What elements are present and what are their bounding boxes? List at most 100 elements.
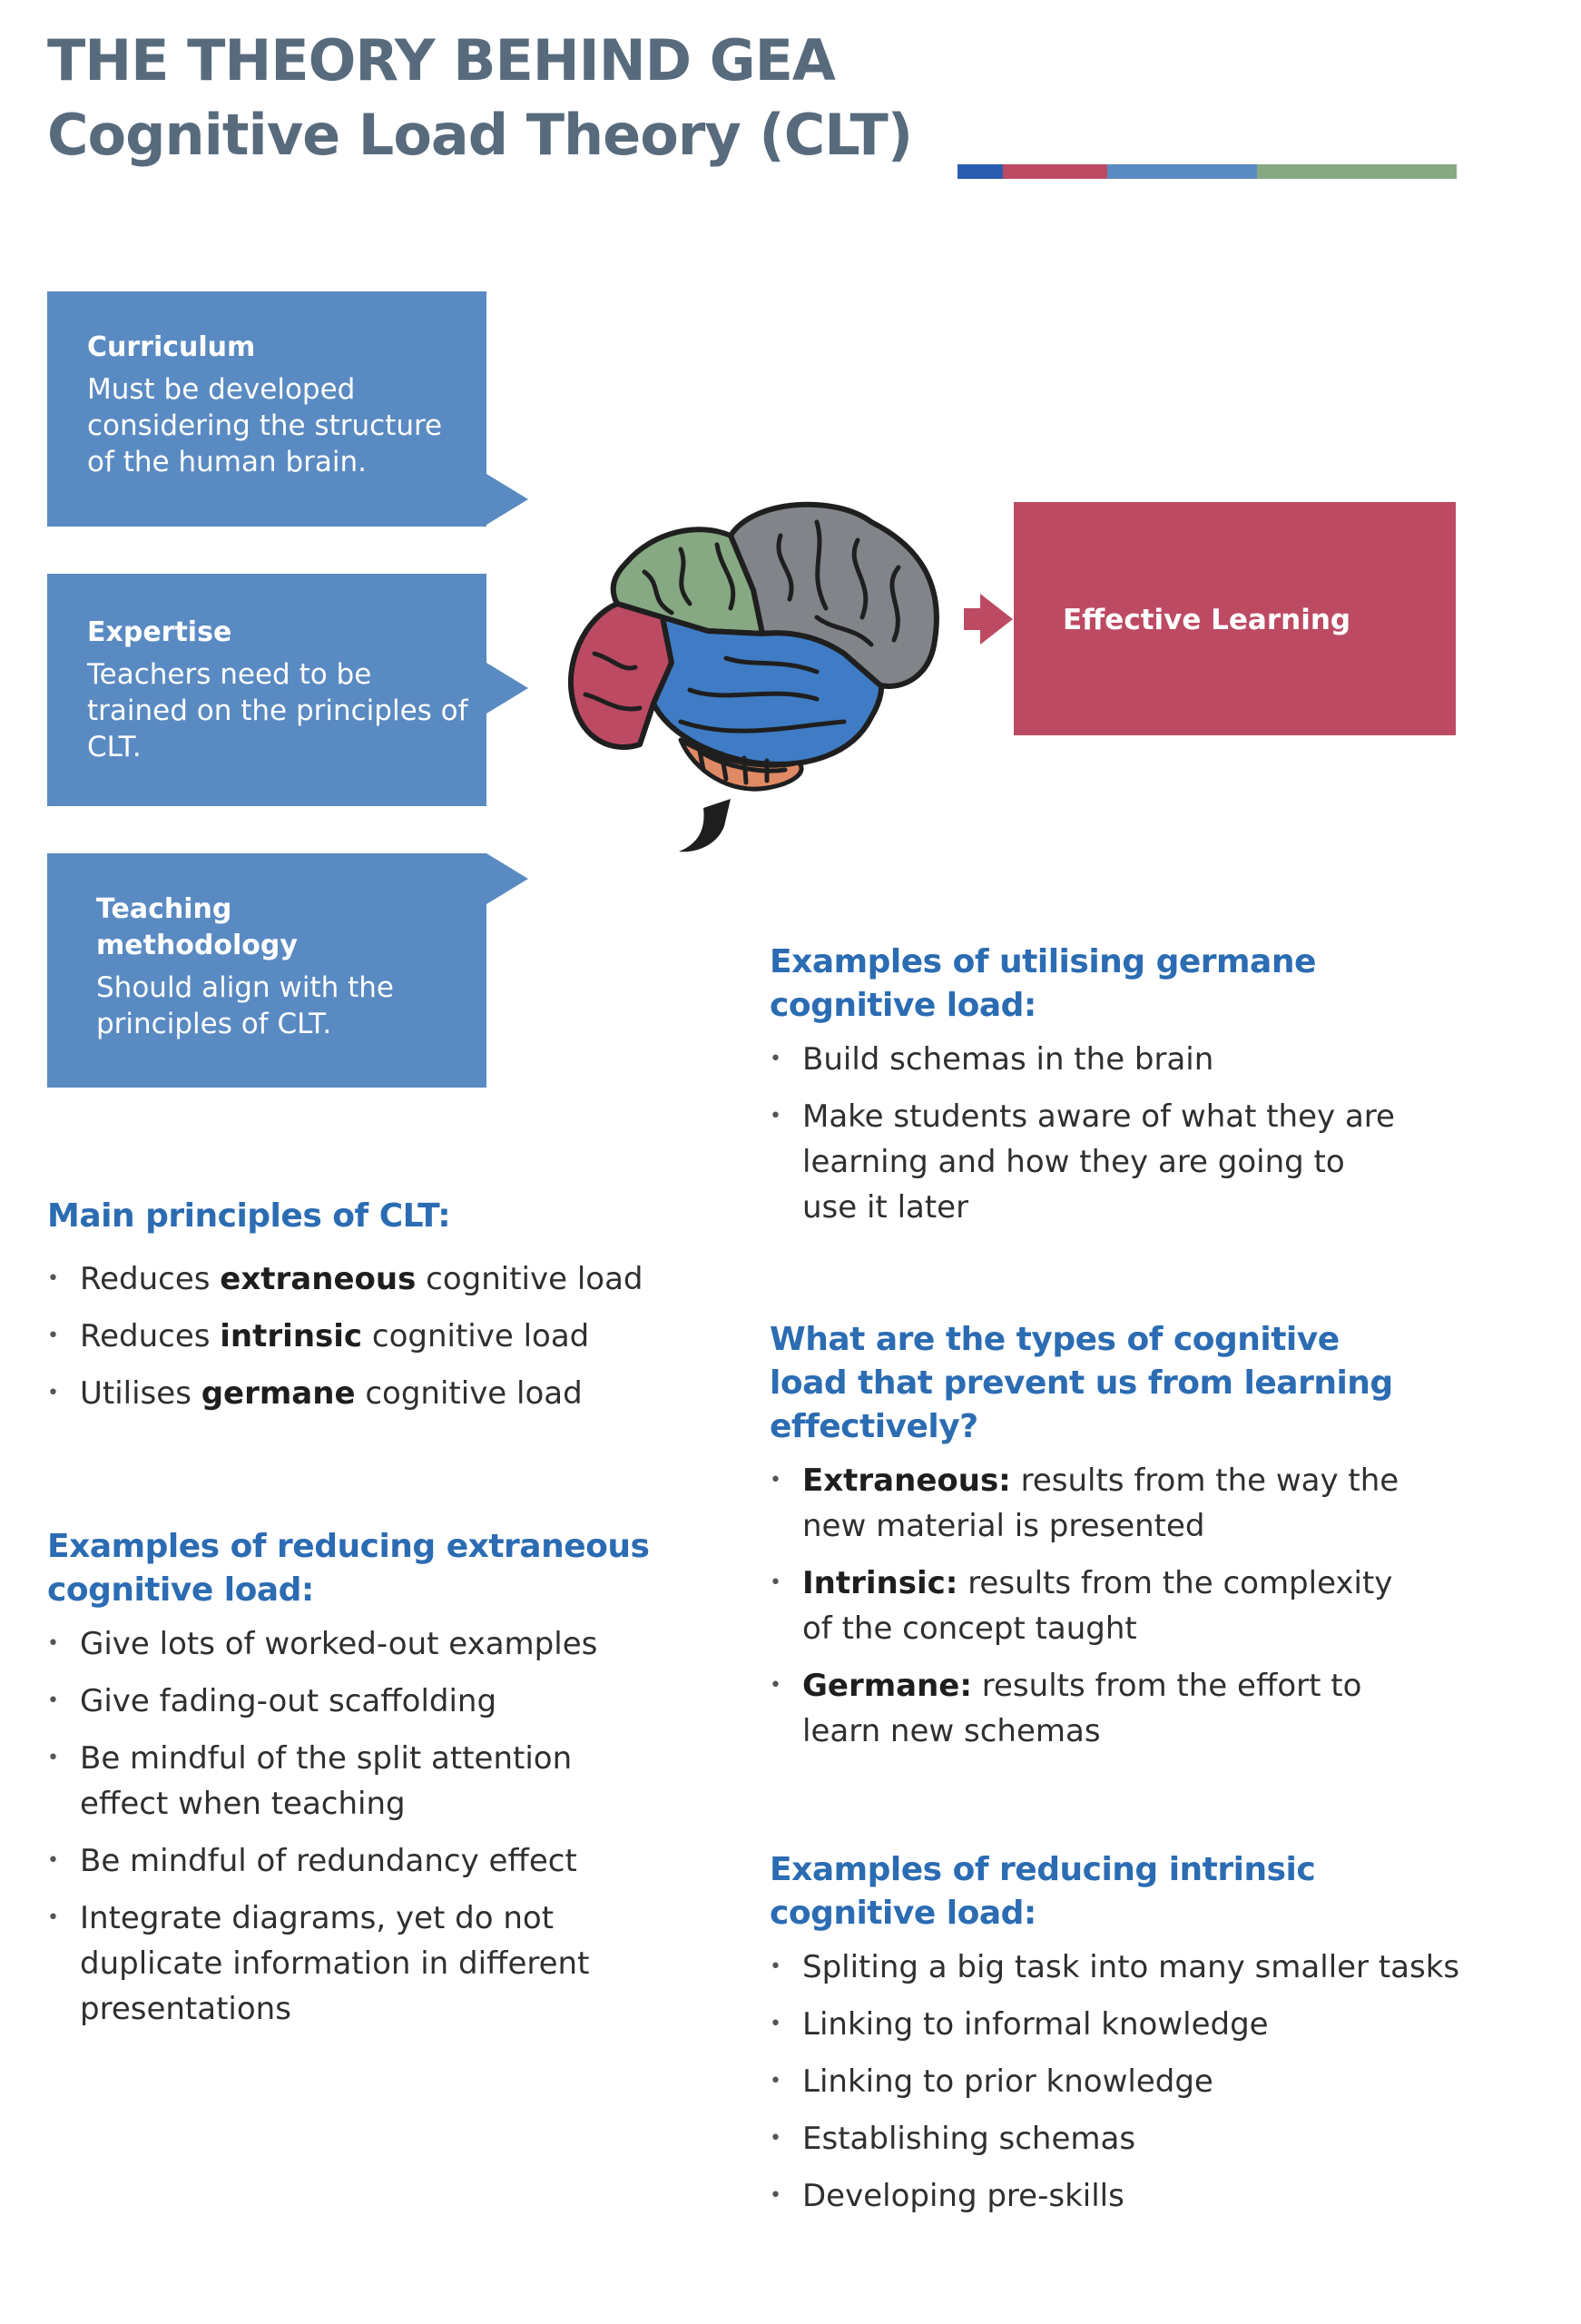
curriculum-arrow-icon — [486, 474, 528, 525]
list-item-text: Build schemas in the brain — [802, 1041, 1214, 1078]
bullet-icon: • — [770, 2070, 781, 2093]
page-title: THE THEORY BEHIND GEA — [47, 27, 836, 94]
bullet-icon: • — [770, 1571, 781, 1594]
list-item-bold: Intrinsic: — [802, 1565, 958, 1601]
list-item-text: Integrate diagrams, yet do not duplicate… — [80, 1900, 590, 2027]
bullet-icon: • — [770, 1674, 781, 1697]
list-item-text: results from the effort to learn new sch… — [802, 1668, 1362, 1749]
list-item-text: Be mindful of the split attention effect… — [80, 1740, 573, 1822]
expertise-arrow-icon — [486, 663, 528, 714]
list-item: • Reduces intrinsic cognitive load — [47, 1314, 664, 1359]
principles-heading: Main principles of CLT: — [47, 1197, 451, 1235]
list-item: • Be mindful of redundancy effect — [47, 1838, 646, 1884]
list-item-text: Make students aware of what they are lea… — [802, 1098, 1395, 1226]
effective-learning-box: Effective Learning — [1014, 502, 1456, 735]
list-item-text: results from the way the new material is… — [802, 1462, 1399, 1544]
list-item: • Spliting a big task into many smaller t… — [770, 1945, 1550, 1990]
color-bar-segment-red — [1003, 164, 1107, 179]
intrinsic-list: • Spliting a big task into many smaller t… — [770, 1945, 1550, 2230]
extraneous-heading: Examples of reducing extraneous cognitiv… — [47, 1528, 650, 1609]
teaching-methodology-title: Teaching methodology — [96, 893, 298, 961]
bullet-icon: • — [770, 2013, 781, 2035]
list-item-text: Give fading-out scaffolding — [80, 1683, 497, 1719]
germane-heading: Examples of utilising germane cognitive … — [770, 943, 1316, 1024]
bullet-icon: • — [47, 1324, 59, 1347]
types-list: • Extraneous: results from the way the ne… — [770, 1458, 1405, 1766]
extraneous-list: • Give lots of worked-out examples • Give … — [47, 1621, 646, 2043]
list-item-text: Developing pre-skills — [802, 2178, 1124, 2214]
list-item: • Give lots of worked-out examples — [47, 1621, 646, 1667]
title-color-bar — [957, 164, 1457, 179]
intrinsic-heading: Examples of reducing intrinsic cognitive… — [770, 1851, 1316, 1932]
effective-learning-label: Effective Learning — [1063, 604, 1351, 636]
bullet-icon: • — [770, 2184, 781, 2207]
color-bar-segment-green — [1257, 164, 1457, 179]
list-item-text: results from the complexity of the conce… — [802, 1565, 1393, 1647]
expertise-text: Teachers need to be trained on the princ… — [87, 658, 468, 763]
bullet-icon: • — [770, 2127, 781, 2150]
bullet-icon: • — [770, 1105, 781, 1128]
list-item-text: Linking to prior knowledge — [802, 2063, 1213, 2100]
list-item-bold: extraneous — [220, 1261, 417, 1297]
teaching-methodology-text: Should align with the principles of CLT. — [96, 971, 394, 1040]
list-item-bold: germane — [201, 1375, 356, 1412]
list-item-bold: Germane: — [802, 1668, 972, 1704]
list-item-text: Be mindful of redundancy effect — [80, 1843, 577, 1879]
teaching-methodology-arrow-icon — [486, 853, 528, 904]
bullet-icon: • — [47, 1382, 59, 1404]
color-bar-segment-navy — [957, 164, 1003, 179]
list-item-bold: Extraneous: — [802, 1462, 1011, 1499]
expertise-title: Expertise — [87, 616, 232, 648]
list-item: • Integrate diagrams, yet do not duplicat… — [47, 1896, 633, 2032]
list-item: • Linking to prior knowledge — [770, 2059, 1550, 2104]
types-heading: What are the types of cognitive load tha… — [770, 1321, 1393, 1445]
curriculum-title: Curriculum — [87, 331, 256, 363]
list-item: • Developing pre-skills — [770, 2173, 1550, 2219]
germane-list: • Build schemas in the brain • Make studen… — [770, 1037, 1405, 1242]
list-item: • Make students aware of what they are le… — [770, 1094, 1401, 1230]
list-item: • Germane: results from the effort to lea… — [770, 1663, 1401, 1754]
list-item: • Build schemas in the brain — [770, 1037, 1405, 1082]
list-item-text: cognitive load — [355, 1375, 583, 1412]
color-bar-segment-blue — [1107, 164, 1257, 179]
teaching-methodology-box: Teaching methodology Should align with t… — [47, 853, 486, 1088]
list-item-text: Establishing schemas — [802, 2121, 1136, 2157]
brain-icon — [567, 501, 939, 852]
list-item: • Reduces extraneous cognitive load — [47, 1256, 664, 1302]
bullet-icon: • — [770, 1469, 781, 1492]
list-item: • Utilises germane cognitive load — [47, 1371, 664, 1416]
list-item-text: Reduces — [80, 1318, 221, 1354]
brain-stem — [679, 799, 731, 852]
bullet-icon: • — [770, 1955, 781, 1978]
curriculum-box: Curriculum Must be developed considering… — [47, 291, 486, 527]
list-item: • Give fading-out scaffolding — [47, 1679, 646, 1724]
bullet-icon: • — [47, 1906, 59, 1929]
bullet-icon: • — [47, 1849, 59, 1872]
bullet-icon: • — [47, 1632, 59, 1655]
bullet-icon: • — [770, 1048, 781, 1070]
list-item-text: Spliting a big task into many smaller ta… — [802, 1949, 1460, 1985]
bullet-icon: • — [47, 1267, 59, 1290]
brain-region-orange — [678, 737, 804, 792]
bullet-icon: • — [47, 1689, 59, 1712]
principles-list: • Reduces extraneous cognitive load • Redu… — [47, 1256, 664, 1428]
page-subtitle: Cognitive Load Theory (CLT) — [47, 102, 913, 168]
list-item: • Be mindful of the split attention effec… — [47, 1736, 606, 1827]
list-item-text: Give lots of worked-out examples — [80, 1626, 598, 1662]
expertise-box: Expertise Teachers need to be trained on… — [47, 574, 486, 806]
list-item-text: Reduces — [80, 1261, 221, 1297]
list-item: • Intrinsic: results from the complexity … — [770, 1561, 1401, 1651]
list-item: • Extraneous: results from the way the ne… — [770, 1458, 1401, 1549]
list-item-text: cognitive load — [416, 1261, 643, 1297]
list-item: • Establishing schemas — [770, 2116, 1550, 2162]
list-item: • Linking to informal knowledge — [770, 2002, 1550, 2047]
bullet-icon: • — [47, 1747, 59, 1769]
list-item-bold: intrinsic — [220, 1318, 363, 1354]
list-item-text: Linking to informal knowledge — [802, 2006, 1269, 2043]
curriculum-text: Must be developed considering the struct… — [87, 373, 443, 478]
brain-folds — [583, 519, 901, 785]
brain-region-red — [567, 601, 674, 750]
list-item-text: cognitive load — [362, 1318, 590, 1354]
list-item-text: Utilises — [80, 1375, 201, 1412]
effective-learning-arrow-icon — [964, 594, 1013, 645]
